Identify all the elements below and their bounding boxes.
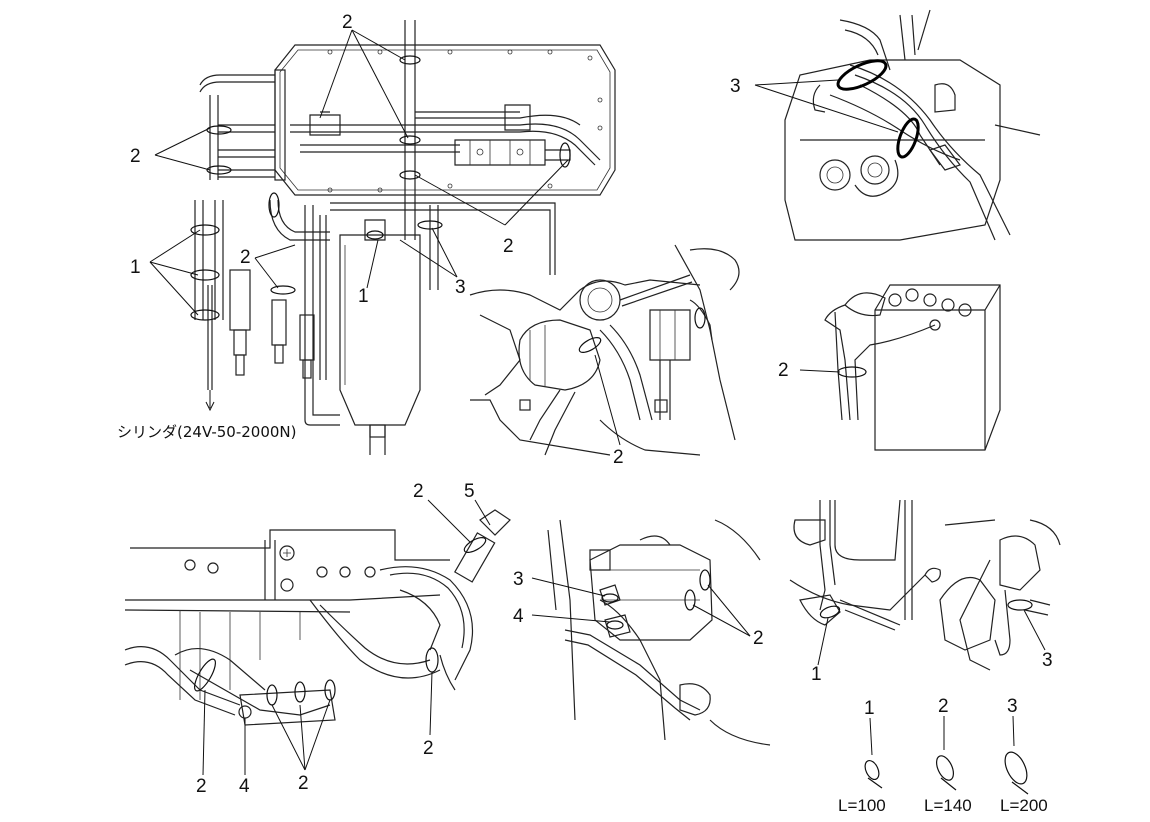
callout-mid-4: 4 — [513, 606, 524, 627]
callout-harness-tie: 3 — [730, 76, 741, 97]
tie-legend-number: 2 — [938, 696, 949, 717]
tie-legend-number: 3 — [1007, 696, 1018, 717]
callout-panel-right: 2 — [503, 236, 514, 257]
mid-view: 3 4 2 — [513, 519, 771, 746]
callout-underside-4: 4 — [239, 776, 250, 797]
callout-underside-5: 5 — [464, 481, 475, 502]
callout-lever-3: 3 — [1042, 650, 1053, 671]
callout-underside-2-right: 2 — [423, 738, 434, 759]
battery-view: 2 — [778, 284, 1001, 451]
control-panel-assembly: 2 2 2 1 2 1 3 シリンダ(24V-50-2000N) — [117, 12, 616, 455]
callout-mid-3: 3 — [513, 569, 524, 590]
harness-closeup: 3 — [730, 9, 1041, 241]
callout-battery-tie: 2 — [778, 360, 789, 381]
callout-panel-top: 2 — [342, 12, 353, 33]
cylinder-label: シリンダ(24V-50-2000N) — [117, 423, 296, 441]
callout-engine-tie: 2 — [613, 447, 624, 468]
lever-views: 1 3 — [789, 499, 1061, 685]
tie-legend-item-2: 2 L=140 — [924, 696, 972, 815]
callout-panel-tie-2: 2 — [240, 247, 251, 268]
tie-legend-item-3: 3 L=200 — [1000, 696, 1048, 815]
callout-underside-2-bl: 2 — [196, 776, 207, 797]
tie-legend-item-1: 1 L=100 — [838, 698, 886, 815]
tie-legend-length: L=100 — [838, 796, 886, 815]
callout-panel-tie-1: 1 — [130, 257, 141, 278]
cable-tie-legend: 1 L=100 2 L=140 3 L=200 — [838, 696, 1048, 815]
tie-legend-length: L=200 — [1000, 796, 1048, 815]
tie-legend-number: 1 — [864, 698, 875, 719]
callout-panel-tie-1b: 1 — [358, 286, 369, 307]
callout-panel-tie-3: 3 — [455, 277, 466, 298]
engine-view: 2 — [469, 244, 740, 468]
underside-view: 2 5 2 4 2 2 — [124, 481, 511, 797]
callout-mid-2: 2 — [753, 628, 764, 649]
callout-panel-left: 2 — [130, 146, 141, 167]
callout-underside-2-mid: 2 — [298, 773, 309, 794]
callout-underside-2-top: 2 — [413, 481, 424, 502]
tie-legend-length: L=140 — [924, 796, 972, 815]
callout-lever-1: 1 — [811, 664, 822, 685]
